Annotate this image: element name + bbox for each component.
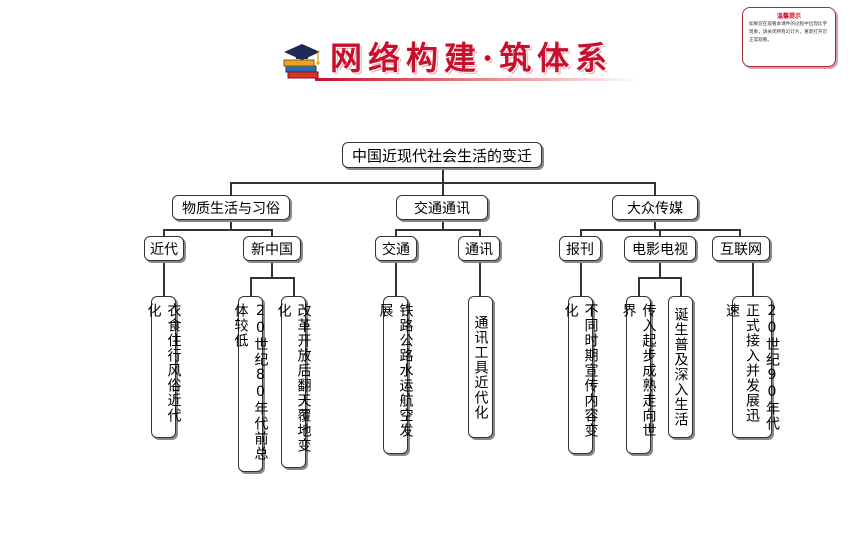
connector bbox=[752, 260, 754, 296]
connector bbox=[250, 277, 252, 296]
sub-internet: 互联网 bbox=[712, 236, 770, 261]
tip-box: 温馨提示 如果您在观看本课件的过程中出现比字现象，请关闭所有幻灯片，重新打开可正… bbox=[742, 7, 836, 67]
leaf-modern: 衣食住行风俗近代化 bbox=[146, 296, 182, 438]
connector bbox=[654, 219, 656, 230]
connector bbox=[739, 229, 741, 236]
connector bbox=[580, 260, 582, 296]
connector bbox=[395, 260, 397, 296]
connector bbox=[654, 182, 656, 195]
sub-press: 报刊 bbox=[559, 236, 601, 261]
connector bbox=[442, 182, 444, 195]
connector bbox=[163, 229, 272, 231]
sub-new-china: 新中国 bbox=[243, 236, 301, 261]
connector bbox=[163, 229, 165, 236]
root-node: 中国近现代社会生活的变迁 bbox=[342, 142, 542, 168]
connector bbox=[442, 167, 444, 183]
connector bbox=[659, 229, 661, 236]
leaf-internet: 20世纪90年代正式接入并发展迅速 bbox=[724, 296, 780, 438]
connector bbox=[230, 219, 232, 230]
connector bbox=[479, 260, 481, 296]
connector bbox=[271, 260, 273, 278]
connector bbox=[293, 277, 295, 296]
leaf-communication: 通讯工具近代化 bbox=[468, 296, 493, 438]
leaf-after-reform: 改革开放后翻天覆地变化 bbox=[276, 296, 312, 468]
leaf-press: 不同时期宣传内容变化 bbox=[563, 296, 599, 454]
connector bbox=[638, 277, 640, 296]
connector bbox=[680, 277, 682, 296]
page-title: 网络构建·筑体系 bbox=[330, 39, 614, 77]
sub-transport: 交通 bbox=[375, 236, 417, 261]
graduation-books-icon bbox=[283, 44, 320, 79]
title-underline bbox=[315, 78, 640, 81]
connector bbox=[250, 277, 294, 279]
connector bbox=[271, 229, 273, 236]
leaf-before-80s: 20世纪80年代前总体较低 bbox=[233, 296, 269, 472]
connector bbox=[479, 229, 481, 236]
sub-modern: 近代 bbox=[144, 236, 184, 261]
leaf-tv-popular: 诞生普及深入生活 bbox=[668, 296, 693, 438]
sub-communication: 通讯 bbox=[458, 236, 500, 261]
connector bbox=[230, 182, 232, 195]
branch-material-life: 物质生活与习俗 bbox=[172, 195, 290, 220]
leaf-transport: 铁路公路水运航空发展 bbox=[378, 296, 414, 454]
tip-text: 如果您在观看本课件的过程中出现比字现象，请关闭所有幻灯片，重新打开可正常观看。 bbox=[749, 22, 828, 43]
branch-transport-communication: 交通通讯 bbox=[396, 195, 488, 220]
connector bbox=[395, 229, 397, 236]
sub-film-tv: 电影电视 bbox=[624, 236, 696, 261]
connector bbox=[163, 260, 165, 296]
leaf-film-intro: 传入起步成熟走向世界 bbox=[621, 296, 657, 454]
connector bbox=[659, 260, 661, 278]
connector bbox=[395, 229, 480, 231]
connector bbox=[638, 277, 681, 279]
connector bbox=[580, 229, 582, 236]
branch-mass-media: 大众传媒 bbox=[612, 195, 698, 220]
tip-title: 温馨提示 bbox=[776, 13, 801, 20]
connector bbox=[442, 219, 444, 230]
